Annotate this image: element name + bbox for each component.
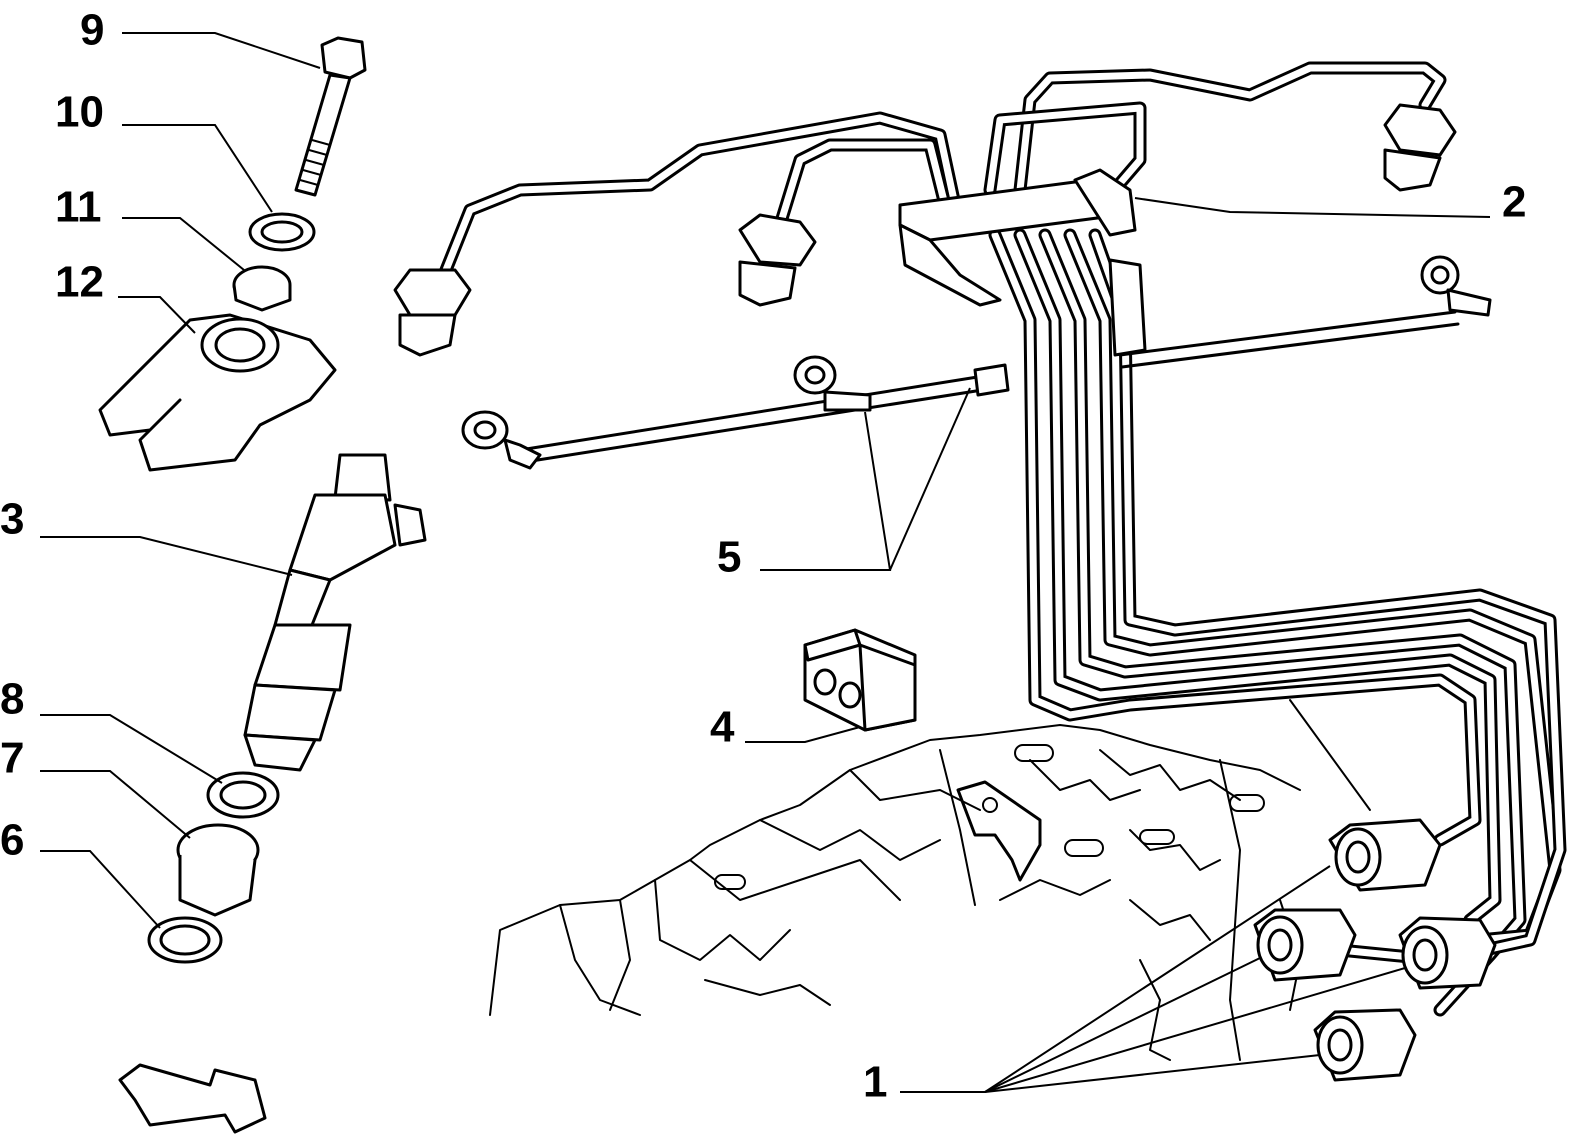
injector-assembly [98,36,427,964]
callout-2: 2 [1502,178,1526,227]
callout-10: 10 [55,88,104,137]
arrow-right-down-icon [118,1063,267,1134]
leak-off-pipes [461,255,1492,470]
callout-1: 1 [863,1058,887,1107]
callout-9: 9 [80,6,104,55]
leader-lines [40,32,1491,1093]
callout-labels: 9 10 11 12 3 8 7 6 2 5 4 1 [0,6,1526,1107]
callout-7: 7 [0,734,24,783]
engine-block [489,724,1301,1061]
callout-3: 3 [0,495,24,544]
callout-5: 5 [717,533,741,582]
callout-8: 8 [0,675,24,724]
pump-outlet-nuts [1253,818,1497,1082]
callout-11: 11 [55,183,102,232]
callout-4: 4 [710,703,735,752]
callout-12: 12 [55,258,104,307]
pipe-clamp-top [898,168,1147,357]
pipe-nuts-top [393,103,1457,357]
callout-6: 6 [0,816,24,865]
rubber-clamp [803,628,917,732]
